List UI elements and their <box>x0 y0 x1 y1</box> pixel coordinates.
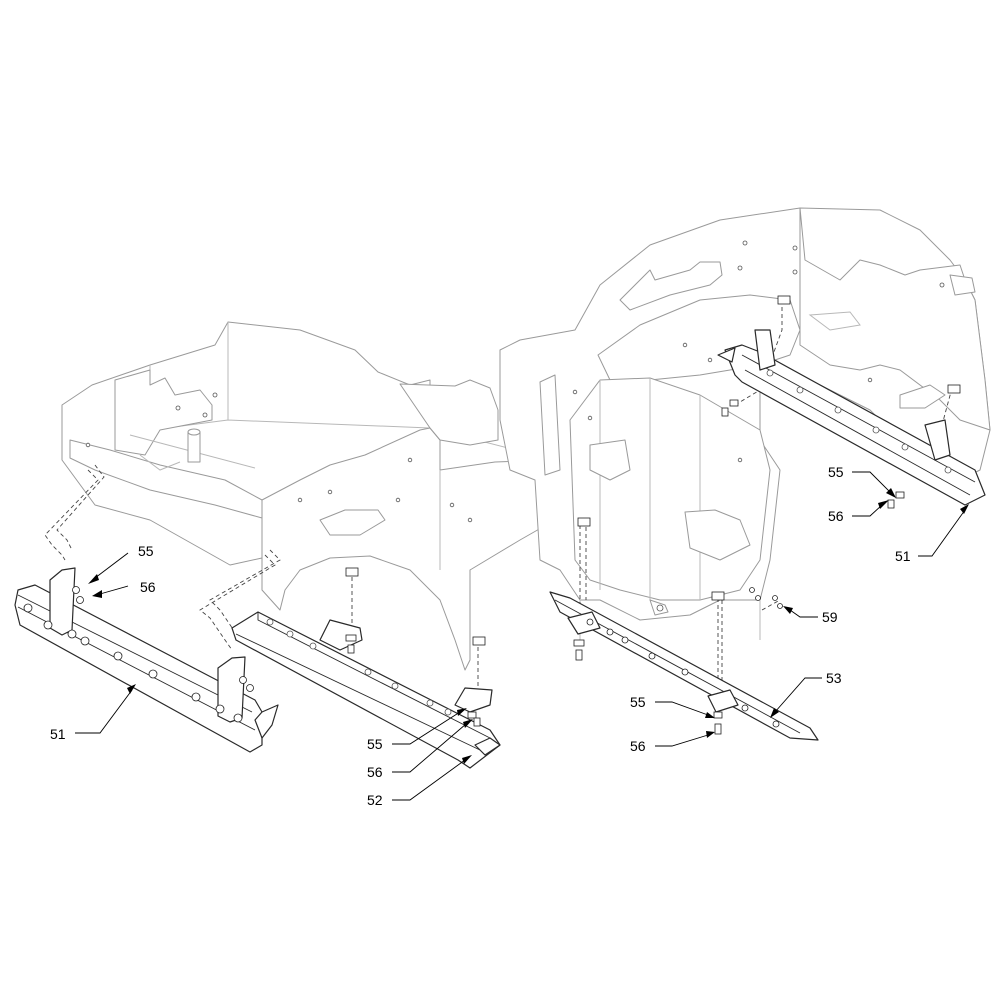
callout-51-right: 51 <box>895 548 911 564</box>
right-frame <box>499 207 991 640</box>
callout-52: 52 <box>367 792 383 808</box>
assembly-lines <box>44 300 953 690</box>
part-53-rail <box>549 517 819 741</box>
callout-56-right-low: 56 <box>630 738 646 754</box>
callout-labels: 51 55 56 55 56 52 55 56 51 59 53 55 56 <box>50 464 911 808</box>
callout-55-mid: 55 <box>367 736 383 752</box>
callout-53: 53 <box>826 670 842 686</box>
callout-51-left: 51 <box>50 726 66 742</box>
part-51-left-rail <box>14 567 279 753</box>
callout-56-mid: 56 <box>367 764 383 780</box>
callout-56-right-top: 56 <box>828 508 844 524</box>
left-frame <box>61 321 556 671</box>
callout-leaders <box>75 471 969 801</box>
callout-55-left: 55 <box>138 543 154 559</box>
callout-59: 59 <box>822 609 838 625</box>
callout-55-right-top: 55 <box>828 464 844 480</box>
part-51-right-rail <box>717 295 986 509</box>
callout-56-left: 56 <box>140 579 156 595</box>
callout-55-right-low: 55 <box>630 694 646 710</box>
